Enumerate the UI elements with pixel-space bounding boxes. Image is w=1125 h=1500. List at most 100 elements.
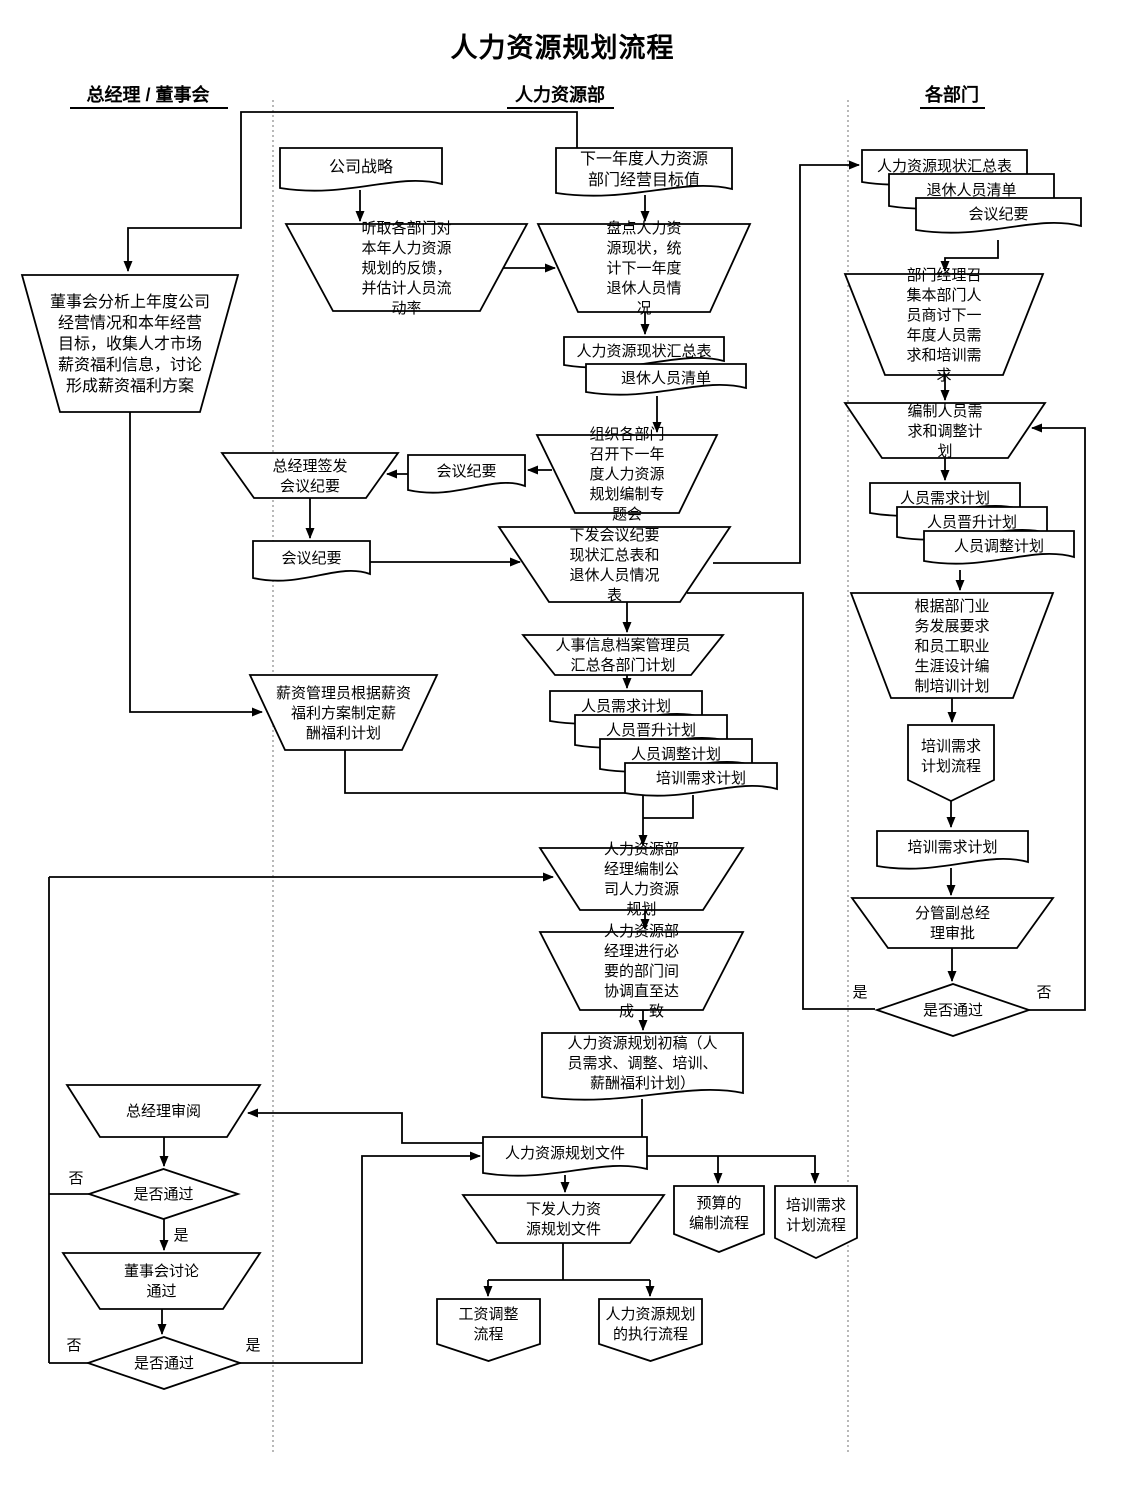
doc-minutes-b-shape <box>252 540 371 582</box>
label-yes-2: 是 <box>245 1337 260 1354</box>
stack-dept-received-docs-doc-2 <box>915 197 1082 234</box>
flow-target-to-board-analysis <box>123 111 578 272</box>
op-dept-manager-discuss-shape <box>843 273 1045 376</box>
shape-label: 人力资源现状汇总表 <box>877 158 1012 175</box>
shape-label: 培训需求计划 <box>656 770 746 787</box>
doc-next-year-target: 下一年度人力资源部门经营目标值 <box>555 147 733 197</box>
shape-label: 组织各部门召开下一年度人力资源规划编制专题会 <box>589 426 664 523</box>
op-issue-plan-file-shape <box>461 1194 666 1244</box>
shape-label: 会议纪要 <box>281 550 341 567</box>
flow-issue-corridor-to-yes3 <box>687 592 875 1010</box>
shape-label: 人力资源规划的执行流程 <box>605 1306 695 1343</box>
decision-approved-2: 是否通过 <box>85 1336 243 1390</box>
op-hr-manager-compile: 人力资源部经理编制公司人力资源规划 <box>538 841 745 918</box>
shape-label: 董事会讨论通过 <box>124 1263 199 1300</box>
flow-salary-join-stack4 <box>344 750 625 794</box>
flow-file-to-training-conn <box>647 1155 820 1184</box>
op-inventory-status-shape <box>536 223 752 313</box>
shape-label: 会议纪要 <box>436 463 496 480</box>
decision-approved-3: 是否通过 <box>874 983 1032 1037</box>
label-no-2: 否 <box>66 1337 81 1354</box>
conn-training-process-bottom: 培训需求计划流程 <box>774 1185 858 1260</box>
shape-label: 人力资源部经理进行必要的部门间协调直至达成一致 <box>604 923 679 1020</box>
op-compile-training-plan-shape <box>849 592 1055 699</box>
shape-label: 听取各部门对本年人力资源规划的反馈，并估计人员流动率 <box>361 220 451 317</box>
op-board-discuss-shape <box>61 1252 262 1310</box>
op-archive-summary-shape <box>521 634 725 676</box>
shape-label: 董事会分析上年度公司经营情况和本年经营目标，收集人才市场薪资福利信息，讨论形成薪… <box>50 293 210 395</box>
shape-label: 人员需求计划 <box>581 698 671 715</box>
op-listen-feedback-shape <box>284 223 529 312</box>
shape-label: 退休人员清单 <box>621 370 711 387</box>
doc-hr-plan-file-shape <box>482 1136 648 1177</box>
doc-hr-plan-draft-shape <box>541 1032 744 1101</box>
shape-label: 会议纪要 <box>968 206 1028 223</box>
shape-label: 培训需求计划 <box>907 839 997 856</box>
op-compile-training-plan: 根据部门业务发展要求和员工职业生涯设计编制培训计划 <box>849 592 1055 699</box>
op-organize-meeting-shape <box>535 434 719 514</box>
shape-label: 下发会议纪要现状汇总表和退休人员情况表 <box>569 527 659 604</box>
op-salary-admin-shape <box>248 674 439 751</box>
shape-label: 退休人员清单 <box>926 182 1016 199</box>
shape-label: 公司战略 <box>329 158 393 176</box>
conn-training-process-right: 培训需求计划流程 <box>907 724 995 803</box>
op-hr-coordinate: 人力资源部经理进行必要的部门间协调直至达成一致 <box>538 923 745 1020</box>
shape-label: 总经理签发会议纪要 <box>272 458 347 495</box>
op-issue-minutes: 下发会议纪要现状汇总表和退休人员情况表 <box>497 526 732 604</box>
doc-training-plan-shape <box>876 830 1029 870</box>
doc-company-strategy-shape <box>279 147 443 192</box>
op-gm-sign-minutes: 总经理签发会议纪要 <box>220 452 400 499</box>
shape-label: 部门经理召集本部门人员商讨下一年度人员需求和培训需求 <box>906 267 981 384</box>
doc-company-strategy: 公司战略 <box>279 147 443 192</box>
doc-minutes-b: 会议纪要 <box>252 540 371 582</box>
shape-label: 培训需求计划流程 <box>921 738 981 775</box>
stack-status-retire-doc-1 <box>585 363 747 396</box>
shape-label: 人力资源部经理编制公司人力资源规划 <box>604 841 679 918</box>
op-board-discuss: 董事会讨论通过 <box>61 1252 262 1310</box>
shape-label: 预算的编制流程 <box>689 1194 749 1232</box>
shape-label: 是否通过 <box>923 1002 983 1019</box>
doc-hr-plan-draft: 人力资源规划初稿（人员需求、调整、培训、薪酬福利计划） <box>541 1032 744 1101</box>
shape-label: 总经理审阅 <box>126 1103 201 1120</box>
op-deputy-gm-approve-shape <box>850 897 1055 949</box>
shape-label: 是否通过 <box>134 1355 194 1372</box>
stack-four-plans-doc-3 <box>624 762 778 797</box>
lane-header-departments: 各部门 <box>924 84 979 105</box>
op-compile-demand-adjust-shape <box>843 402 1047 459</box>
shape-label: 下一年度人力资源部门经营目标值 <box>580 150 708 189</box>
lane-header-hr-dept: 人力资源部 <box>515 84 605 105</box>
shape-label: 编制人员需求和调整计划 <box>907 403 982 460</box>
shape-label: 人事信息档案管理员汇总各部门计划 <box>555 636 690 674</box>
op-issue-minutes-shape <box>497 526 732 603</box>
lane-header-gm-board: 总经理 / 董事会 <box>86 84 209 105</box>
op-organize-meeting: 组织各部门召开下一年度人力资源规划编制专题会 <box>535 426 719 523</box>
conn-salary-adjust-process: 工资调整流程 <box>436 1298 541 1362</box>
doc-next-year-target-shape <box>555 147 733 197</box>
page-title: 人力资源规划流程 <box>450 33 675 63</box>
op-gm-sign-minutes-shape <box>220 452 400 499</box>
label-no-3: 否 <box>1036 984 1051 1001</box>
conn-plan-exec-process: 人力资源规划的执行流程 <box>598 1298 703 1362</box>
op-board-analysis-shape <box>20 274 240 413</box>
flow-draft-to-gm-review <box>247 1099 643 1144</box>
op-salary-admin: 薪资管理员根据薪资福利方案制定薪酬福利计划 <box>248 674 439 751</box>
shape-label: 根据部门业务发展要求和员工职业生涯设计编制培训计划 <box>914 598 989 695</box>
shape-label: 人员调整计划 <box>954 538 1044 555</box>
label-yes-1: 是 <box>173 1227 188 1244</box>
decision-approved-1: 是否通过 <box>86 1168 241 1220</box>
flow-dept-stack-to-discuss <box>940 240 999 272</box>
shape-label: 人员晋升计划 <box>927 514 1017 531</box>
shape-label: 人员需求计划 <box>900 490 990 507</box>
doc-hr-plan-file: 人力资源规划文件 <box>482 1136 648 1177</box>
label-no-1: 否 <box>68 1170 83 1187</box>
op-gm-review: 总经理审阅 <box>65 1084 262 1138</box>
shape-label: 盘点人力资源现状，统计下一年度退休人员情况 <box>606 219 681 317</box>
conn-plan-exec-process-shape <box>598 1298 703 1362</box>
doc-training-plan: 培训需求计划 <box>876 830 1029 870</box>
stack-status-retire-doc-0 <box>563 336 725 369</box>
